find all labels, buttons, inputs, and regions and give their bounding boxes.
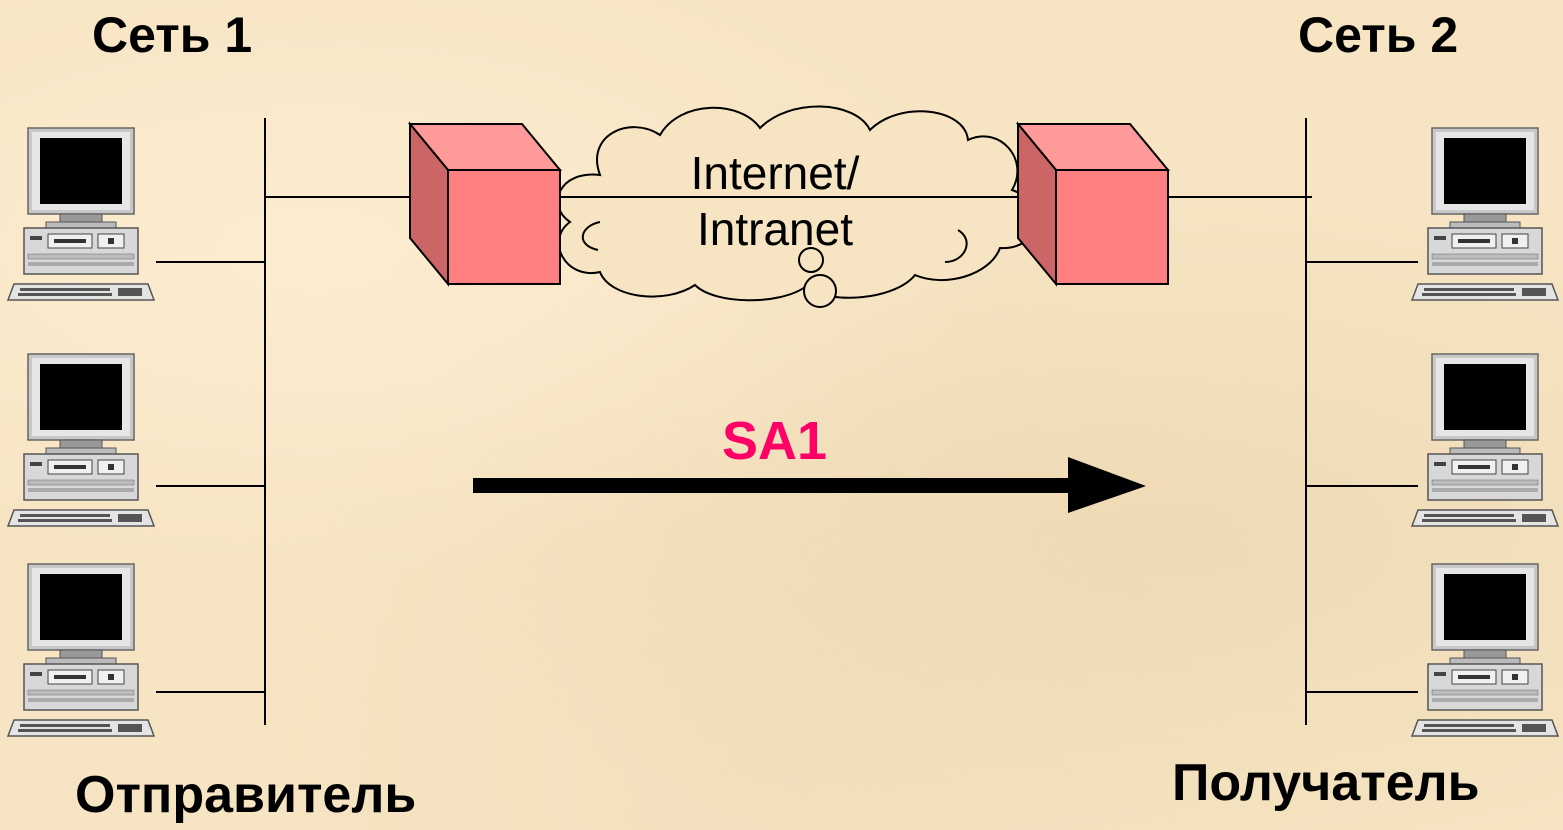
desktop-computer-icon (1411, 563, 1559, 737)
cloud-label-line2: Intranet (697, 203, 853, 255)
receiver-label: Получатель (1172, 754, 1480, 812)
sa-arrow (473, 457, 1146, 513)
cloud-label: Internet/ Intranet (640, 145, 910, 257)
network-left-title: Сеть 1 (92, 7, 253, 63)
desktop-computer-icon (1411, 353, 1559, 527)
desktop-computer-icon (7, 563, 155, 737)
cloud-label-line1: Internet/ (690, 147, 860, 199)
security-association-label: SA1 (722, 411, 828, 471)
network-right-title: Сеть 2 (1298, 7, 1459, 63)
security-gateway-cube-icon (409, 123, 561, 285)
desktop-computer-icon (1411, 127, 1559, 301)
cloud-icon (556, 105, 1039, 308)
sender-label: Отправитель (75, 766, 417, 824)
security-gateway-cube-icon (1017, 123, 1169, 285)
desktop-computer-icon (7, 353, 155, 527)
desktop-computer-icon (7, 127, 155, 301)
